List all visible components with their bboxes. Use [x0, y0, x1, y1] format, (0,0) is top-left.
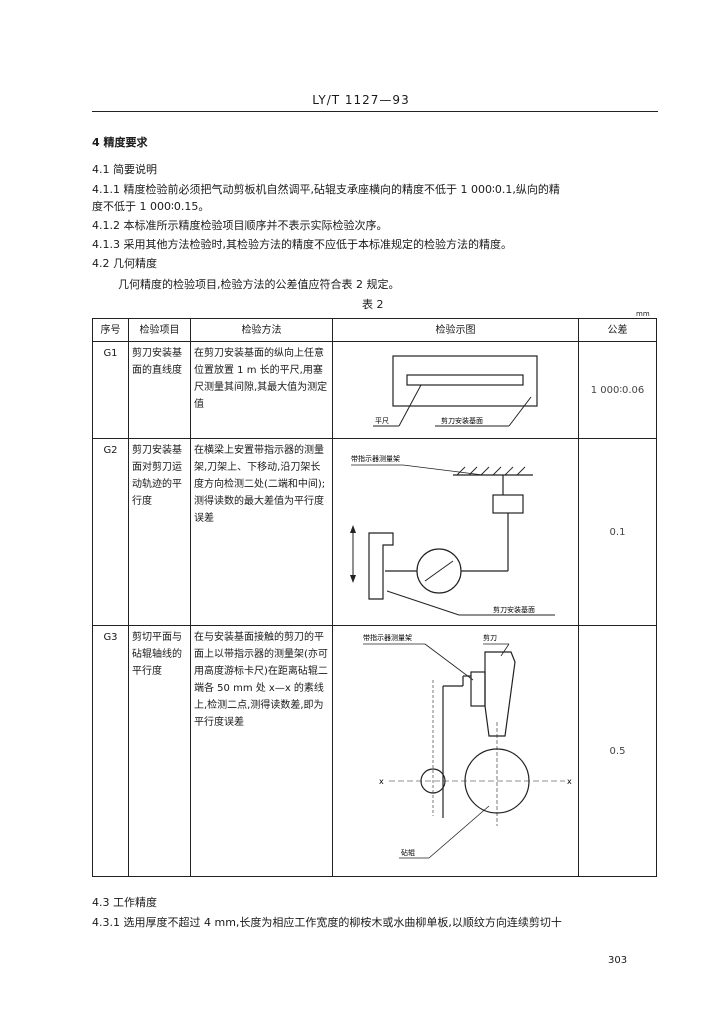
leader-line: [508, 396, 532, 427]
label-straightedge: 平尺: [375, 417, 389, 425]
label-indicator-stand: 带指示器测量架: [351, 454, 400, 463]
straightedge-diagram: 平尺 剪刀安装基面: [373, 355, 538, 427]
section-4-2: 4.2 几何精度: [92, 257, 157, 270]
table-caption: 表 2: [362, 298, 384, 311]
blade-holder: [368, 532, 394, 600]
section-4-1-1-line2: 度不低于 1 000∶0.15。: [92, 200, 210, 213]
section-4-2-text: 几何精度的检验项目,检验方法的公差值应符合表 2 规定。: [118, 278, 400, 291]
row-seq: G1: [92, 341, 129, 439]
leader-line: [428, 805, 490, 859]
row-diagram: 平尺 剪刀安装基面: [332, 341, 579, 439]
parallelism-diagram-g3: 带指示器测量架 剪刀: [363, 633, 572, 859]
table-row: G1 剪刀安装基面的直线度 在剪刀安装基面的纵向上任意位置放置 1 m 长的平尺…: [92, 341, 657, 439]
header-diagram: 检验示图: [332, 318, 579, 342]
row-item: 剪刀安装基面对剪刀运动轨迹的平行度: [128, 438, 191, 626]
label-mounting-base: 剪刀安装基面: [493, 605, 535, 614]
table-unit: mm: [636, 310, 650, 318]
label-blade: 剪刀: [483, 633, 497, 642]
header-tolerance: 公差: [578, 318, 657, 342]
header-seq: 序号: [92, 318, 129, 342]
section-4-1-1-line1: 4.1.1 精度检验前必须把气动剪板机自然调平,砧辊支承座横向的精度不低于 1 …: [92, 183, 560, 196]
mounting-base-outline: [392, 355, 538, 407]
dial-indicator: [416, 548, 462, 594]
label-anvil-roller: 砧辊: [401, 848, 415, 857]
header-rule: [92, 111, 658, 112]
blade-outline: [484, 651, 516, 737]
label-axis-x-left: x: [379, 777, 384, 786]
label-indicator-stand: 带指示器测量架: [363, 633, 412, 642]
section-4-1-3: 4.1.3 采用其他方法检验时,其检验方法的精度不应低于本标准规定的检验方法的精…: [92, 238, 512, 251]
section-4-3: 4.3 工作精度: [92, 896, 157, 909]
row-diagram: 带指示器测量架: [332, 438, 579, 626]
parallelism-diagram-g2: 带指示器测量架: [350, 454, 555, 616]
measuring-point: [420, 768, 446, 794]
row-tolerance: 0.1: [578, 438, 657, 626]
indicator-head: [492, 494, 524, 514]
leader-line: [386, 590, 460, 616]
table-row: G3 剪切平面与砧辊轴线的平行度 在与安装基面接触的剪刀的平面上以带指示器的测量…: [92, 625, 657, 877]
crossbeam-hatch: [456, 466, 526, 476]
section-4-1-2: 4.1.2 本标准所示精度检验项目顺序并不表示实际检验次序。: [92, 219, 388, 232]
header-item: 检验项目: [128, 318, 191, 342]
page-number: 303: [608, 955, 628, 966]
row-method: 在剪刀安装基面的纵向上任意位置放置 1 m 长的平尺,用塞尺测量其间隙,其最大值…: [190, 341, 333, 439]
leader-line: [398, 384, 422, 427]
label-mounting-base: 剪刀安装基面: [441, 416, 483, 425]
section-4-title: 4 精度要求: [92, 136, 148, 149]
row-diagram: 带指示器测量架 剪刀: [332, 625, 579, 877]
precision-table: 序号 检验项目 检验方法 检验示图 公差 G1 剪刀安装基面的直线度 在剪刀安装…: [92, 318, 657, 877]
row-seq: G3: [92, 625, 129, 877]
row-tolerance: 0.5: [578, 625, 657, 877]
section-4-3-1: 4.3.1 选用厚度不超过 4 mm,长度为相应工作宽度的柳桉木或水曲柳单板,以…: [92, 916, 562, 929]
dial-needle: [424, 560, 454, 582]
row-method: 在横梁上安置带指示器的测量架,刀架上、下移动,沿刀架长度方向检测二处(二端和中间…: [190, 438, 333, 626]
table-row: G2 剪刀安装基面对剪刀运动轨迹的平行度 在横梁上安置带指示器的测量架,刀架上、…: [92, 438, 657, 626]
standard-header: LY/T 1127—93: [312, 93, 410, 107]
indicator-body: [470, 671, 486, 707]
row-item: 剪切平面与砧辊轴线的平行度: [128, 625, 191, 877]
row-seq: G2: [92, 438, 129, 626]
straightedge-bar: [406, 374, 524, 386]
row-item: 剪刀安装基面的直线度: [128, 341, 191, 439]
section-4-1: 4.1 简要说明: [92, 163, 157, 176]
row-tolerance: 1 000∶0.06: [578, 341, 657, 439]
label-axis-x-right: x: [567, 777, 572, 786]
header-method: 检验方法: [190, 318, 333, 342]
row-method: 在与安装基面接触的剪刀的平面上以带指示器的测量架(亦可用高度游标卡尺)在距离砧辊…: [190, 625, 333, 877]
table-header-row: 序号 检验项目 检验方法 检验示图 公差: [92, 318, 657, 342]
